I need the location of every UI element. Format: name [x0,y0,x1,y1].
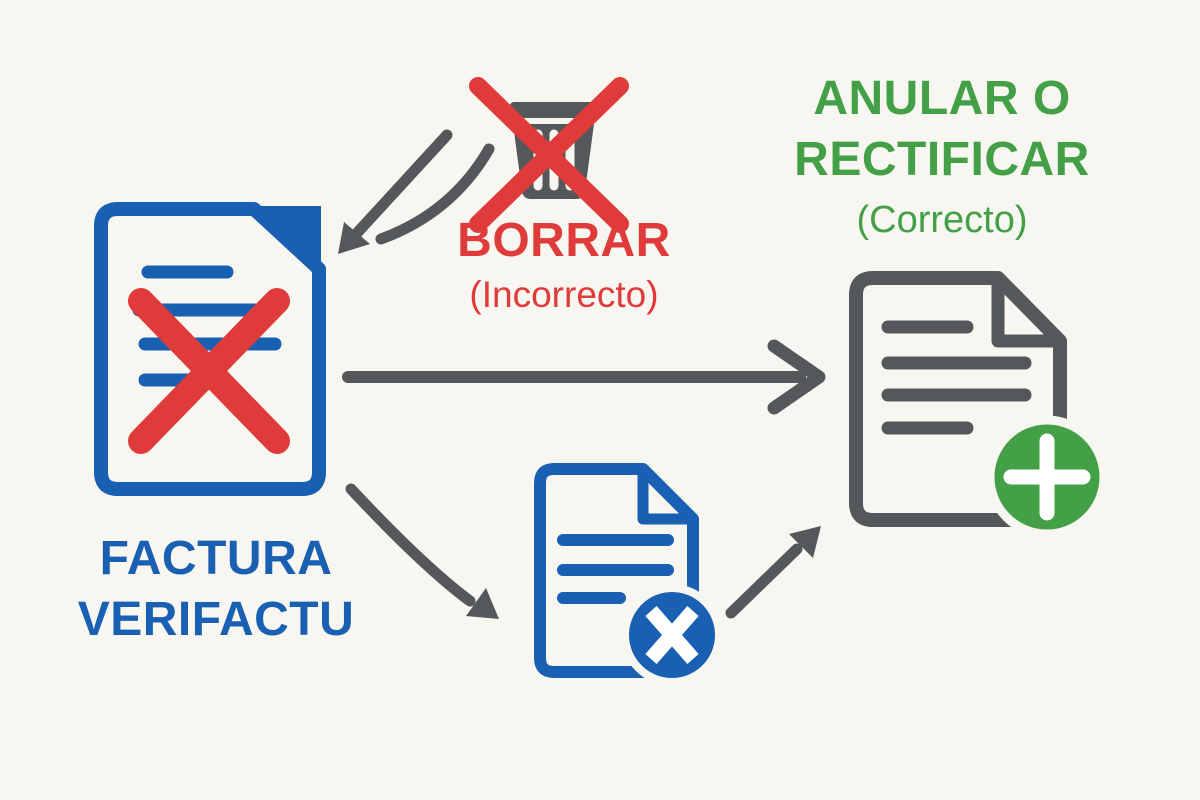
correct-option-subtitle: (Correcto) [856,199,1028,241]
arrowhead [466,588,499,619]
wrong-option-subtitle: (Incorrecto) [469,274,659,315]
cancelled-invoice-icon [534,463,723,686]
arrow-line [351,129,453,239]
document-outline [94,202,326,496]
new-invoice-icon [849,271,1109,539]
x-icon [645,606,699,664]
arrowhead [338,222,370,254]
correct-option-label: ANULAR O RECTIFICAR (Correcto) [762,68,1122,242]
red-cross-icon [128,288,290,454]
correct-option-line2: RECTIFICAR [794,133,1090,186]
crossed-invoice-icon [94,202,326,496]
red-cross-icon [469,77,629,233]
arrow-line-secondary [375,143,495,245]
source-invoice-label: FACTURA VERIFACTU [40,528,392,650]
source-invoice-line1: FACTURA [99,532,333,585]
arrow-trash-to-invoice [338,129,495,254]
arrow-cancelled-to-corrected [725,526,821,619]
correct-option-line1: ANULAR O [813,72,1071,125]
wrong-option-label: BORRAR (Incorrecto) [418,210,710,317]
forbidden-trash-icon [469,77,629,233]
arrowhead-chevron [767,339,826,415]
folded-corner [991,271,1067,348]
source-invoice-line2: VERIFACTU [77,593,355,646]
folded-corner [252,206,321,271]
arrowhead [789,526,821,558]
trash-lid [510,102,597,118]
arrow-invoice-to-corrected [342,339,826,415]
arrow-line [725,543,803,619]
wrong-option-title: BORRAR [457,214,671,267]
folded-corner [637,463,699,525]
arrow-invoice-to-cancelled [345,483,499,619]
arrow-line [345,483,476,607]
